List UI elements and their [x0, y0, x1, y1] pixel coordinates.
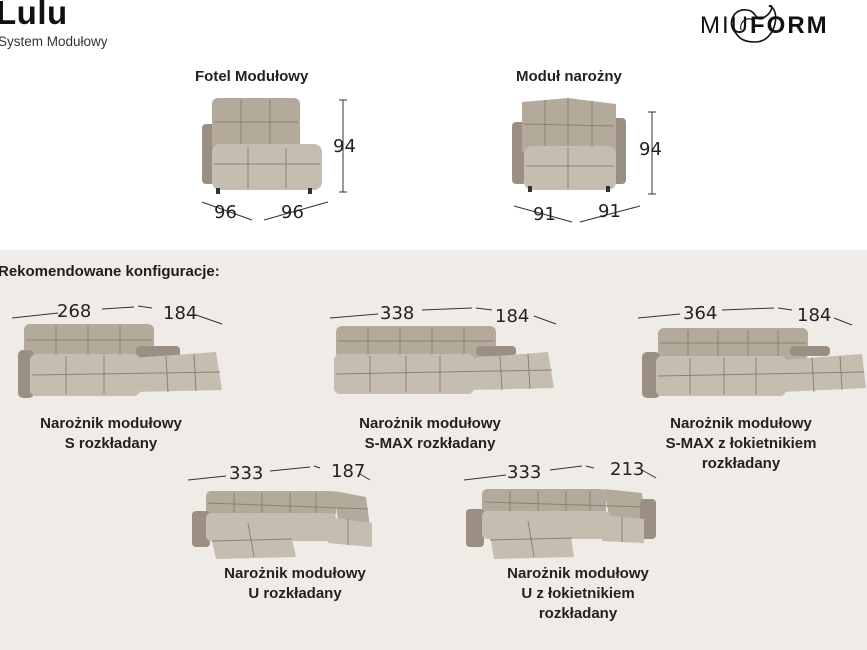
config-5-line3: rozkładany	[538, 605, 618, 622]
corner-depth: 91	[598, 201, 621, 222]
config-2-sofa-image	[334, 326, 554, 394]
config-4-length: 333	[229, 463, 264, 484]
config-3-label: Narożnik modułowy S-MAX z łokietnikiem r…	[626, 414, 856, 474]
config-2-line1: Narożnik modułowy	[359, 415, 501, 432]
config-5-line2: U z łokietnikiem	[521, 585, 635, 602]
config-4-line1: Narożnik modułowy	[224, 565, 366, 582]
corner-width: 91	[533, 204, 556, 225]
product-title: Lulu	[0, 0, 68, 31]
product-subtitle: System Modułowy	[0, 34, 108, 49]
config-4-sofa-image	[192, 491, 372, 559]
config-1-dimension-lines	[11, 305, 223, 325]
corner-module-image	[512, 98, 626, 192]
config-3-line1: Narożnik modułowy	[670, 415, 812, 432]
corner-height: 94	[639, 139, 662, 160]
config-1-length: 268	[57, 301, 92, 322]
config-4-label: Narożnik modułowy U rozkładany	[180, 564, 410, 604]
config-4-line2: U rozkładany	[248, 585, 342, 602]
configurations-panel	[0, 250, 867, 650]
config-3-sofa-image	[642, 328, 866, 398]
config-3-line3: rozkładany	[701, 455, 781, 472]
top-panel	[0, 0, 867, 250]
brand-suffix: FORM	[750, 12, 829, 39]
config-1-depth: 184	[163, 303, 198, 324]
armchair-dimension-lines	[201, 99, 347, 221]
config-1-sofa-image	[18, 324, 222, 398]
config-3-dimension-lines	[637, 307, 853, 326]
config-5-label: Narożnik modułowy U z łokietnikiem rozkł…	[462, 564, 694, 624]
armchair-width: 96	[214, 202, 237, 223]
brand-name: MIUFORM	[700, 12, 829, 40]
module-label-armchair: Fotel Modułowy	[195, 68, 309, 85]
config-2-label: Narożnik modułowy S-MAX rozkładany	[310, 414, 550, 454]
config-1-line2: S rozkładany	[64, 435, 158, 452]
config-1-label: Narożnik modułowy S rozkładany	[0, 414, 222, 454]
config-5-sofa-image	[466, 489, 656, 559]
config-5-depth: 213	[610, 459, 645, 480]
configurations-heading: Rekomendowane konfiguracje:	[0, 263, 220, 280]
module-label-corner: Moduł narożny	[516, 68, 622, 85]
config-3-line2: S-MAX z łokietnikiem	[665, 435, 817, 452]
config-4-depth: 187	[331, 461, 366, 482]
corner-dimension-lines	[513, 111, 656, 223]
config-5-dimension-lines	[463, 465, 657, 481]
config-1-line1: Narożnik modułowy	[40, 415, 182, 432]
config-2-dimension-lines	[329, 307, 557, 325]
armchair-image	[202, 98, 322, 194]
armchair-height: 94	[333, 136, 356, 157]
config-5-line1: Narożnik modułowy	[507, 565, 649, 582]
config-2-depth: 184	[495, 306, 530, 327]
config-2-line2: S-MAX rozkładany	[364, 435, 496, 452]
config-2-length: 338	[380, 303, 415, 324]
armchair-depth: 96	[281, 202, 304, 223]
brand-prefix: MIU	[700, 12, 750, 39]
config-3-length: 364	[683, 303, 718, 324]
brand-logo-icon	[730, 4, 777, 43]
config-3-depth: 184	[797, 305, 832, 326]
config-4-dimension-lines	[187, 465, 371, 481]
config-5-length: 333	[507, 462, 542, 483]
